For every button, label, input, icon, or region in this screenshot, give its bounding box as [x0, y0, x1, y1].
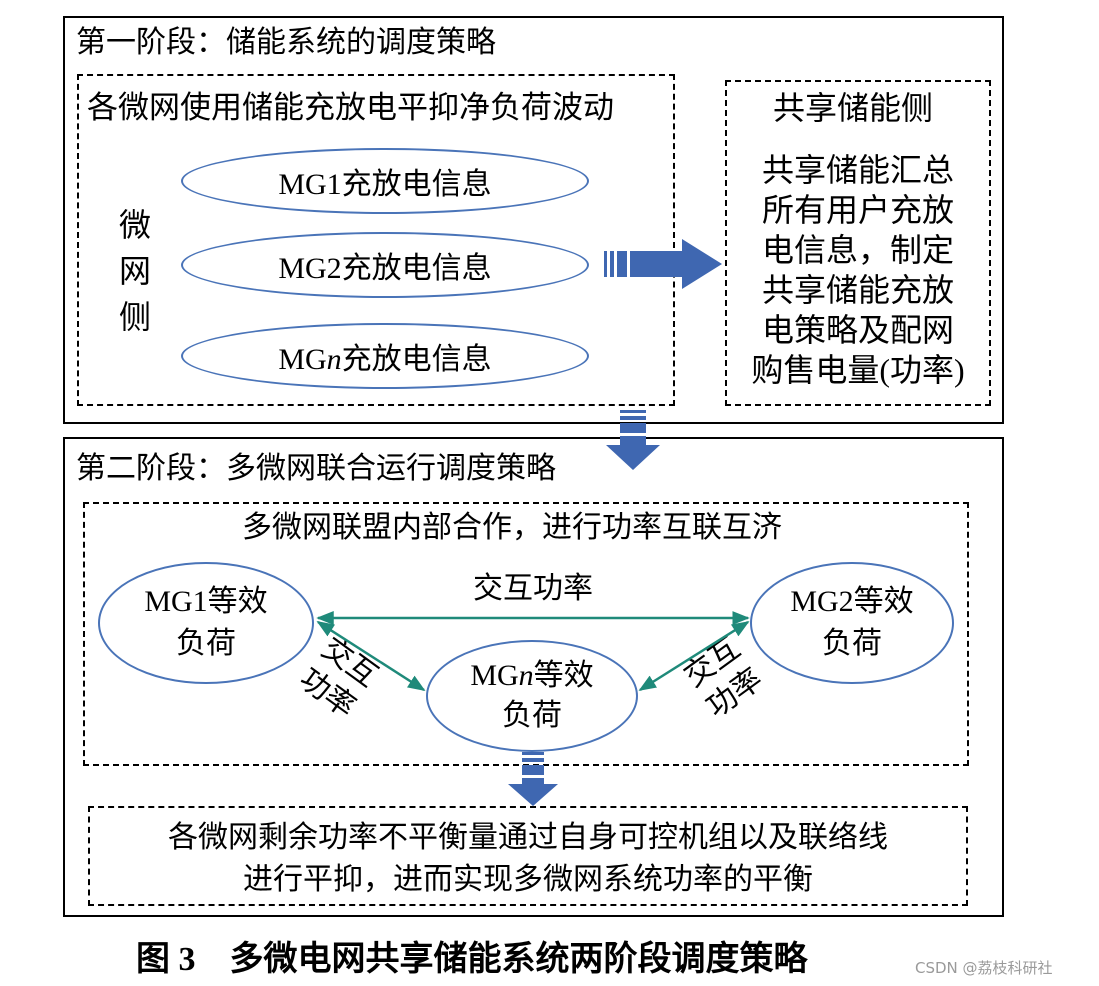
mg1-charge-info-ellipse: MG1充放电信息	[181, 148, 589, 214]
alliance-box-title: 多微网联盟内部合作，进行功率互联互济	[242, 511, 782, 544]
stage2-title: 第二阶段：多微网联合运行调度策略	[76, 452, 556, 485]
mgn-equivalent-load-ellipse: MGn等效 负荷	[426, 640, 638, 752]
microgrid-side-label: 微 网 侧	[118, 207, 151, 335]
down-block-arrow-balance	[508, 752, 558, 806]
right-interaction-link	[638, 620, 750, 692]
power-balance-box	[88, 806, 968, 906]
stage2-box	[63, 437, 1004, 917]
shared-storage-title: 共享储能侧	[773, 90, 934, 126]
mg1-equivalent-load-ellipse: MG1等效 负荷	[98, 562, 314, 684]
microgrid-side-box	[77, 74, 675, 406]
right-block-arrow	[604, 239, 722, 289]
left-interaction-link	[316, 620, 426, 692]
mgn-charge-info-ellipse: MGn充放电信息	[181, 323, 589, 389]
stage1-title: 第一阶段：储能系统的调度策略	[76, 26, 496, 59]
csdn-watermark: CSDN @荔枝科研社	[915, 959, 1053, 977]
top-interaction-power-label: 交互功率	[473, 572, 593, 605]
microgrid-box-title: 各微网使用储能充放电平抑净负荷波动	[87, 90, 614, 125]
mg2-charge-info-ellipse: MG2充放电信息	[181, 232, 589, 298]
mg2-equivalent-load-ellipse: MG2等效 负荷	[750, 562, 954, 684]
shared-storage-box	[725, 80, 991, 406]
power-balance-text: 各微网剩余功率不平衡量通过自身可控机组以及联络线 进行平抑，进而实现多微网系统功…	[168, 821, 888, 896]
stage1-box	[63, 16, 1004, 424]
shared-storage-description: 共享储能汇总 所有用户充放 电信息，制定 共享储能充放 电策略及配网 购售电量(…	[751, 152, 965, 388]
down-block-arrow-stage	[606, 410, 660, 470]
